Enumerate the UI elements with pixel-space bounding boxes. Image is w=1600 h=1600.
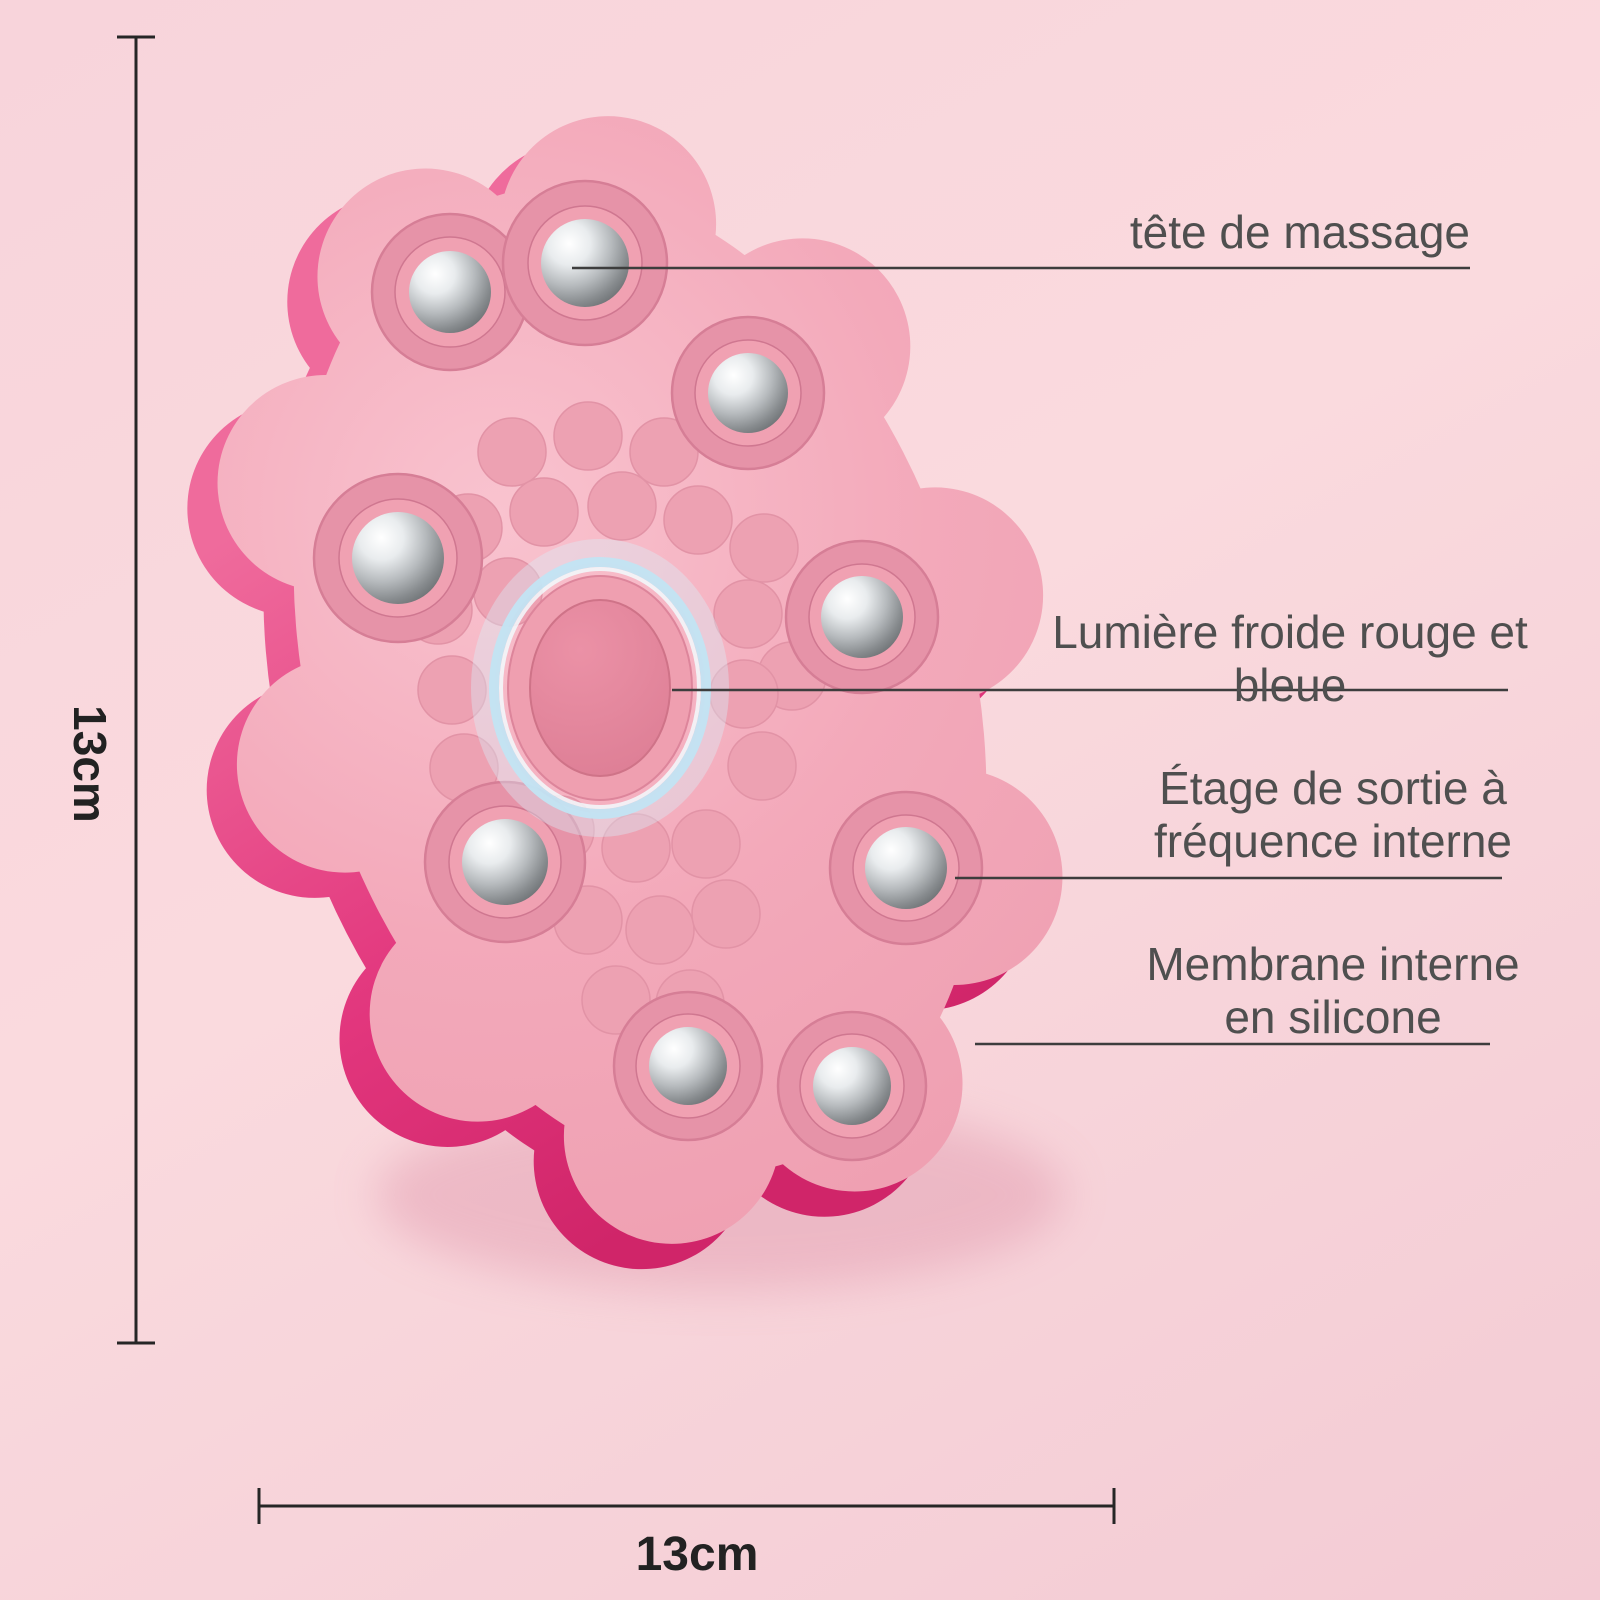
- roller-socket: [501, 179, 669, 347]
- frequency-output-stage: [529, 599, 671, 777]
- massage-roller-ball: [821, 576, 903, 658]
- callout-frequency-stage-label: Étage de sortie à fréquence interne: [1123, 762, 1543, 869]
- callout-massage-head-label: tête de massage: [1129, 206, 1470, 258]
- massage-roller-ball: [541, 219, 629, 307]
- roller-socket: [612, 990, 764, 1142]
- width-dimension-label: 13cm: [635, 1527, 759, 1581]
- callout-membrane-label: Membrane interne en silicone: [1123, 938, 1543, 1045]
- height-dimension-line: [117, 35, 155, 1345]
- width-dimension-line: [257, 1488, 1116, 1524]
- callout-frequency-stage-line1: Étage de sortie à: [1159, 762, 1507, 814]
- roller-socket: [784, 539, 940, 695]
- dimension-lines: [117, 35, 1116, 1524]
- roller-socket: [312, 472, 484, 644]
- callout-membrane-line2: en silicone: [1224, 991, 1442, 1044]
- callout-frequency-stage-line2: fréquence interne: [1153, 815, 1513, 868]
- center-light-ring: [471, 539, 729, 837]
- callout-membrane-line1: Membrane interne: [1146, 938, 1520, 990]
- callout-cold-light-label: Lumière froide rouge et bleue: [1052, 606, 1528, 712]
- massage-roller-ball: [865, 827, 947, 909]
- massage-roller-ball: [462, 819, 548, 905]
- massage-device-illustration: [57, 32, 1192, 1354]
- massage-roller-ball: [352, 512, 444, 604]
- roller-socket: [423, 780, 587, 944]
- roller-socket: [776, 1010, 928, 1162]
- massage-roller-balls: [312, 179, 984, 1162]
- massage-roller-ball: [409, 251, 491, 333]
- massage-roller-ball: [708, 353, 788, 433]
- roller-socket: [370, 212, 530, 372]
- height-dimension-label: 13cm: [64, 705, 116, 823]
- leader-lines: [572, 266, 1508, 1046]
- roller-socket: [828, 790, 984, 946]
- massage-roller-ball: [813, 1047, 891, 1125]
- roller-socket: [670, 315, 826, 471]
- massage-roller-ball: [649, 1027, 727, 1105]
